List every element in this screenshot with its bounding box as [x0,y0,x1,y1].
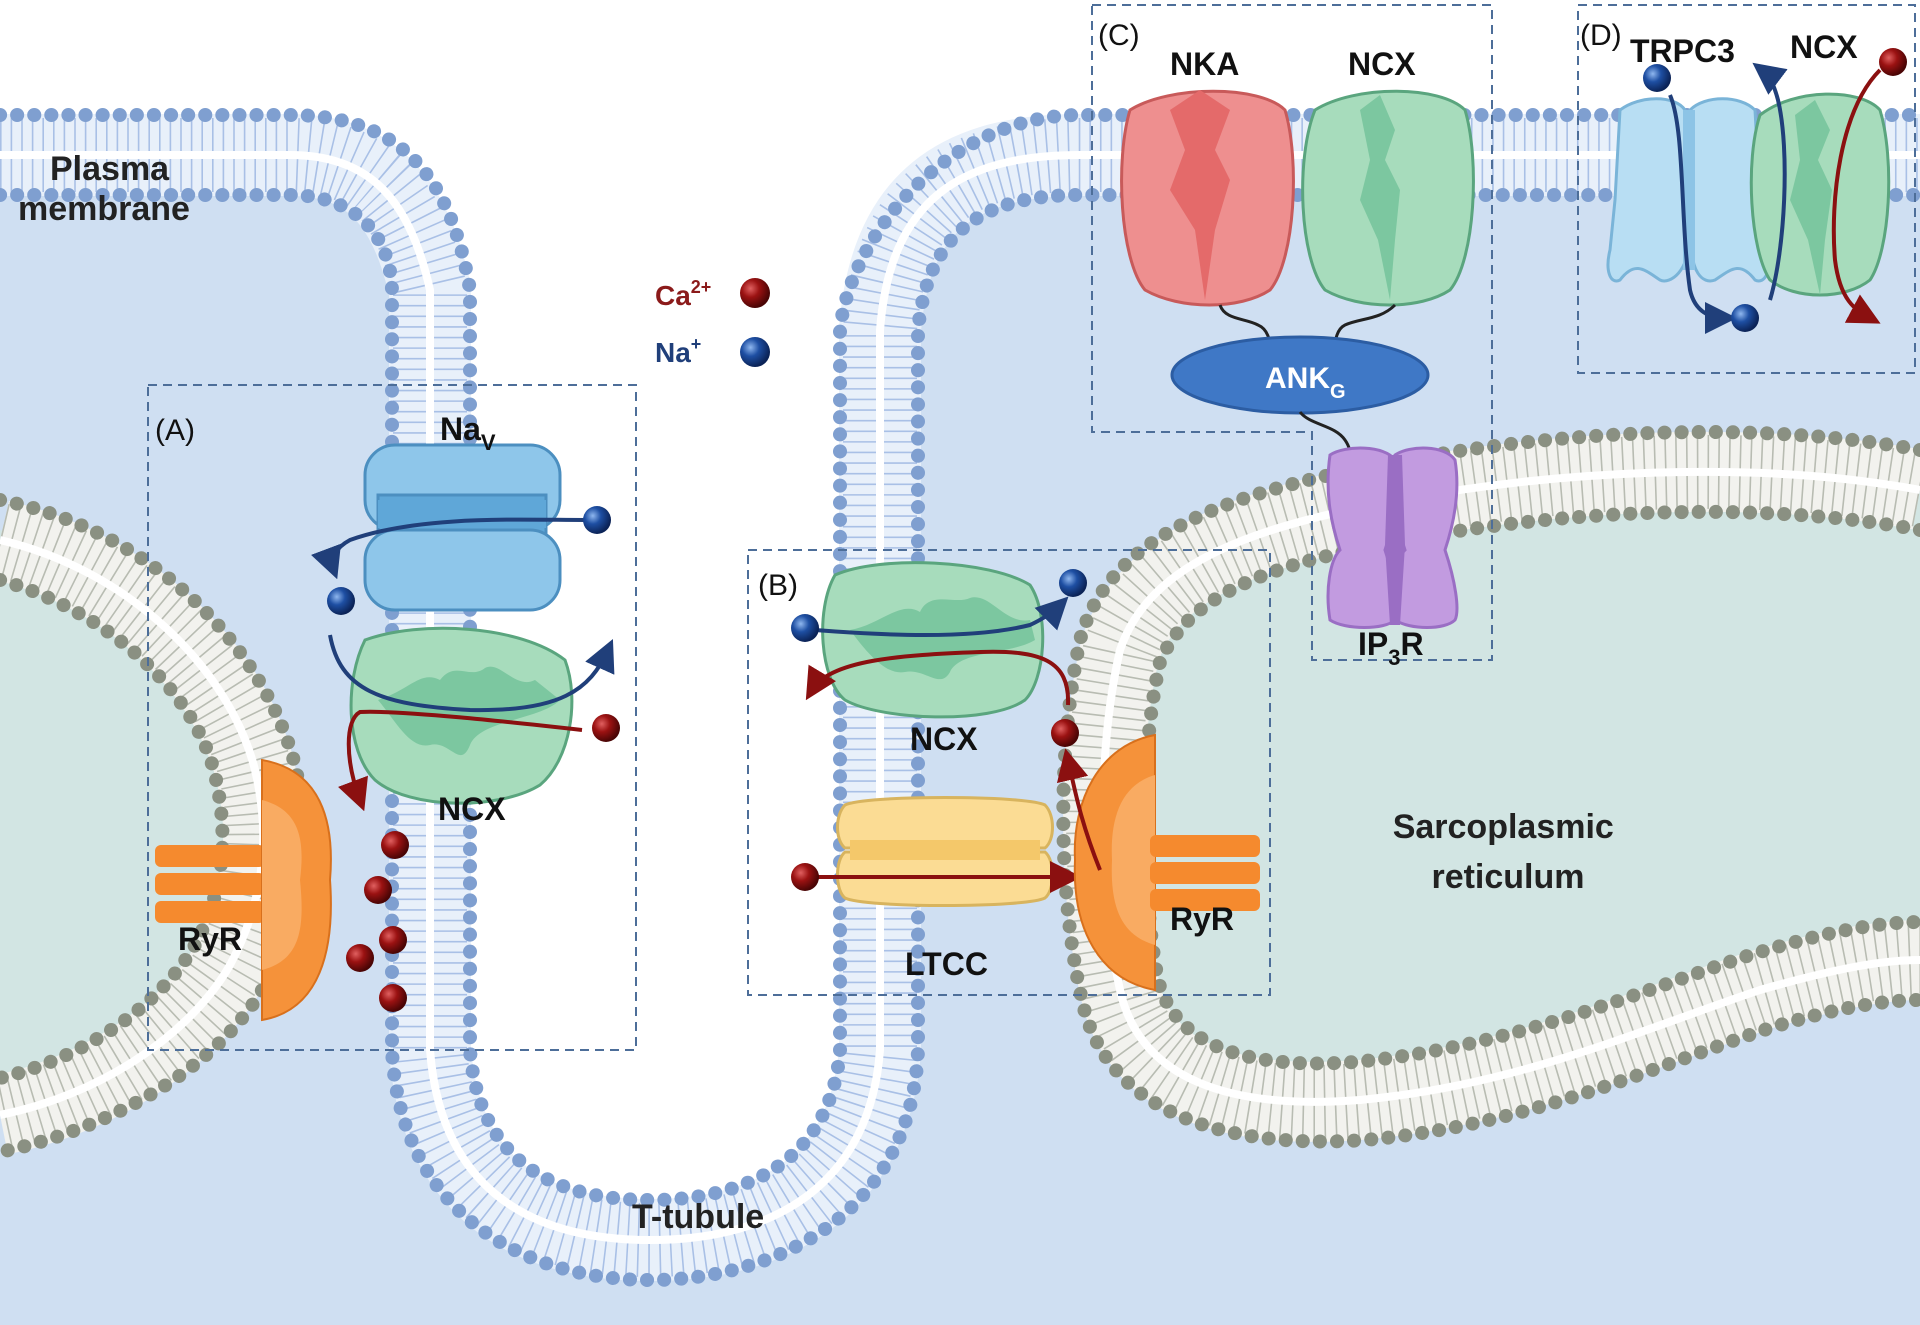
na-ion [1731,304,1759,332]
ca-ion [364,876,392,904]
sr-label-line1: Sarcoplasmic [1393,808,1614,846]
legend-na-ion [740,337,770,367]
ltcc-label: LTCC [905,946,988,982]
nka-pump [1120,89,1295,307]
ncx-a-na-flux-arrow [328,634,615,713]
ca-ion [791,863,819,891]
panel-c-box [1091,4,1493,661]
panel-a-tag: (A) [155,414,195,447]
ryr-a-label: RyR [178,921,242,957]
panel-b-box [747,549,1271,996]
ncx-b-label: NCX [910,721,978,757]
ncx-exchanger-b [821,561,1045,719]
legend-ca-ion [740,278,770,308]
ank-g-label: ANKG [1265,362,1346,403]
panel-c-tag: (C) [1098,19,1140,52]
nav-label: NaV [440,411,496,455]
sr-label: Sarcoplasmic reticulum [1393,808,1624,896]
ca-ion [346,944,374,972]
ryr-b-label: RyR [1170,901,1234,937]
panel-b: (B) NCX LTCC RyR [747,549,1271,996]
panel-a: (A) NaV NCX RyR [147,384,637,1051]
panel-d-tag: (D) [1580,19,1622,52]
panel-c: (C) NKA NCX ANKG IP3R [1091,4,1493,670]
t-tubule-label: T-tubule [632,1198,764,1236]
panel-d: (D) TRPC3 NCX [1577,4,1916,374]
ryr-b-ca-flux-arrow [1056,748,1102,871]
ip3r-label: IP3R [1358,626,1424,670]
legend: Ca2+ Na+ [655,277,770,368]
ncx-exchanger-d [1749,92,1891,297]
ca-ion [1879,48,1907,76]
ltcc-channel [836,796,1054,907]
ncx-a-label: NCX [438,791,506,827]
ncx-c-label: NCX [1348,46,1416,82]
na-ion [583,506,611,534]
legend-na-label: Na+ [655,334,701,368]
ryr-receptor-a [155,758,332,1022]
trpc3-channel [1606,97,1771,283]
ip3r-channel [1326,446,1459,629]
ca-ion [379,984,407,1012]
na-ion [791,614,819,642]
ca-ion [1051,719,1079,747]
plasma-membrane-label: Plasma membrane [18,150,190,228]
ca-ion [379,926,407,954]
plasma-membrane [0,108,1920,1288]
ncx-b-ca-flux-arrow [805,649,1071,706]
ncx-a-ca-flux-arrow [338,709,583,812]
na-ion [1059,569,1087,597]
panel-d-box [1577,4,1916,374]
nka-label: NKA [1170,46,1239,82]
ncx-d-label: NCX [1790,29,1858,65]
legend-ca-label: Ca2+ [655,277,711,311]
na-ion [1643,64,1671,92]
ncx-b-na-flux-arrow [814,596,1069,637]
trpc3-na-flux-arrow [1668,94,1737,334]
plasma-membrane-label-line1: Plasma [50,150,170,188]
panel-a-box [147,384,637,1051]
trpc3-label: TRPC3 [1630,33,1735,69]
sarcoplasmic-reticulum-right [1056,425,1920,1149]
plasma-membrane-label-line2: membrane [18,190,190,228]
ncx-d-ca-flux-arrow [1831,68,1882,324]
ca-ion [381,831,409,859]
na-ion [327,587,355,615]
ca-ion [592,714,620,742]
sr-label-line2: reticulum [1431,858,1584,896]
ncx-d-na-flux-arrow [1752,62,1788,301]
nav-channel [363,443,562,612]
ryr-receptor-b [1073,733,1260,992]
panel-b-tag: (B) [758,569,798,602]
nav-na-flux-arrow [311,517,586,580]
ncx-exchanger-c [1301,89,1475,307]
